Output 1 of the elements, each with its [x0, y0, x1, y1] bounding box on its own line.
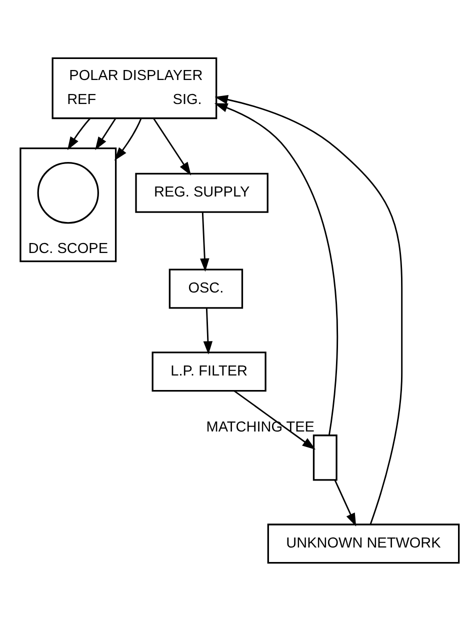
node-label: MATCHING TEE	[206, 418, 314, 435]
